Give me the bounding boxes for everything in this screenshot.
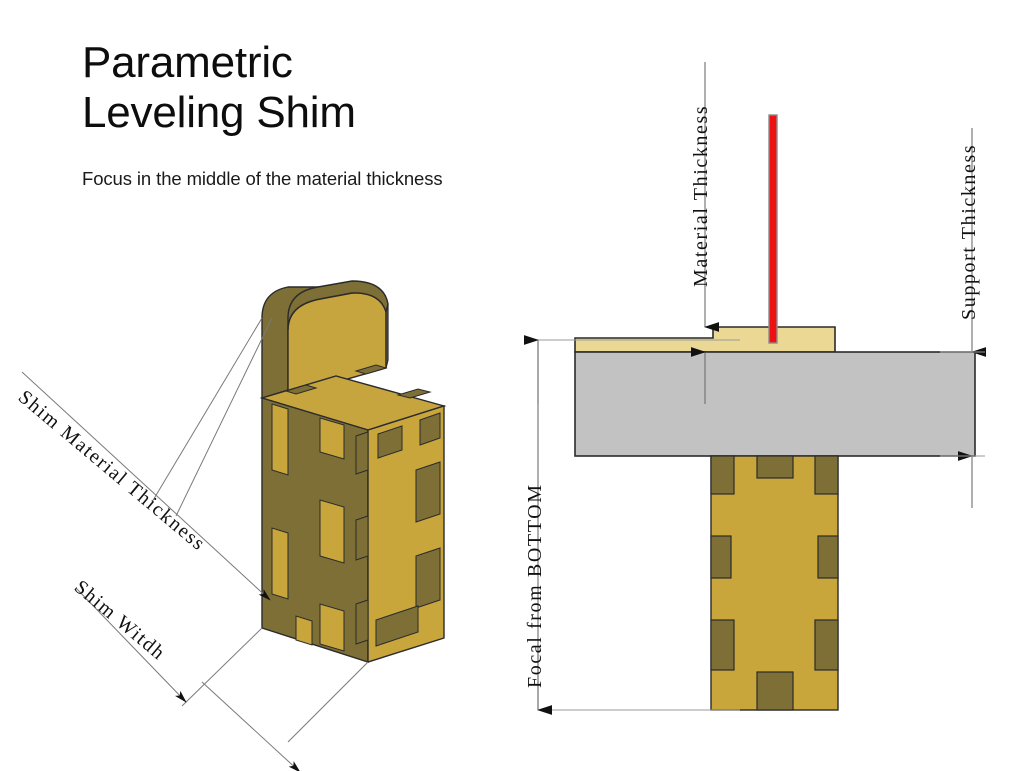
shim-left-face [261,397,369,663]
label-material-thickness: Material Thickness [690,104,712,287]
support-slab [574,351,976,457]
shim-back-plate [261,280,389,399]
page-title: Parametric Leveling Shim [82,38,356,138]
shim-right-face [367,405,445,663]
isometric-shim-view [21,280,447,771]
shim-corner-notches [355,431,369,645]
shim-width-leaders [75,587,369,771]
support-thickness-dimension [940,128,986,508]
label-support-thickness: Support Thickness [958,143,980,320]
label-focal-from-bottom: Focal from BOTTOM [524,483,546,688]
shim-column [710,455,839,711]
focal-from-bottom-dimension [524,335,740,715]
shim-material-thickness-leaders [21,317,273,601]
page-subtitle: Focus in the middle of the material thic… [82,168,443,189]
focal-line [768,114,778,344]
cross-section-view [524,62,986,715]
